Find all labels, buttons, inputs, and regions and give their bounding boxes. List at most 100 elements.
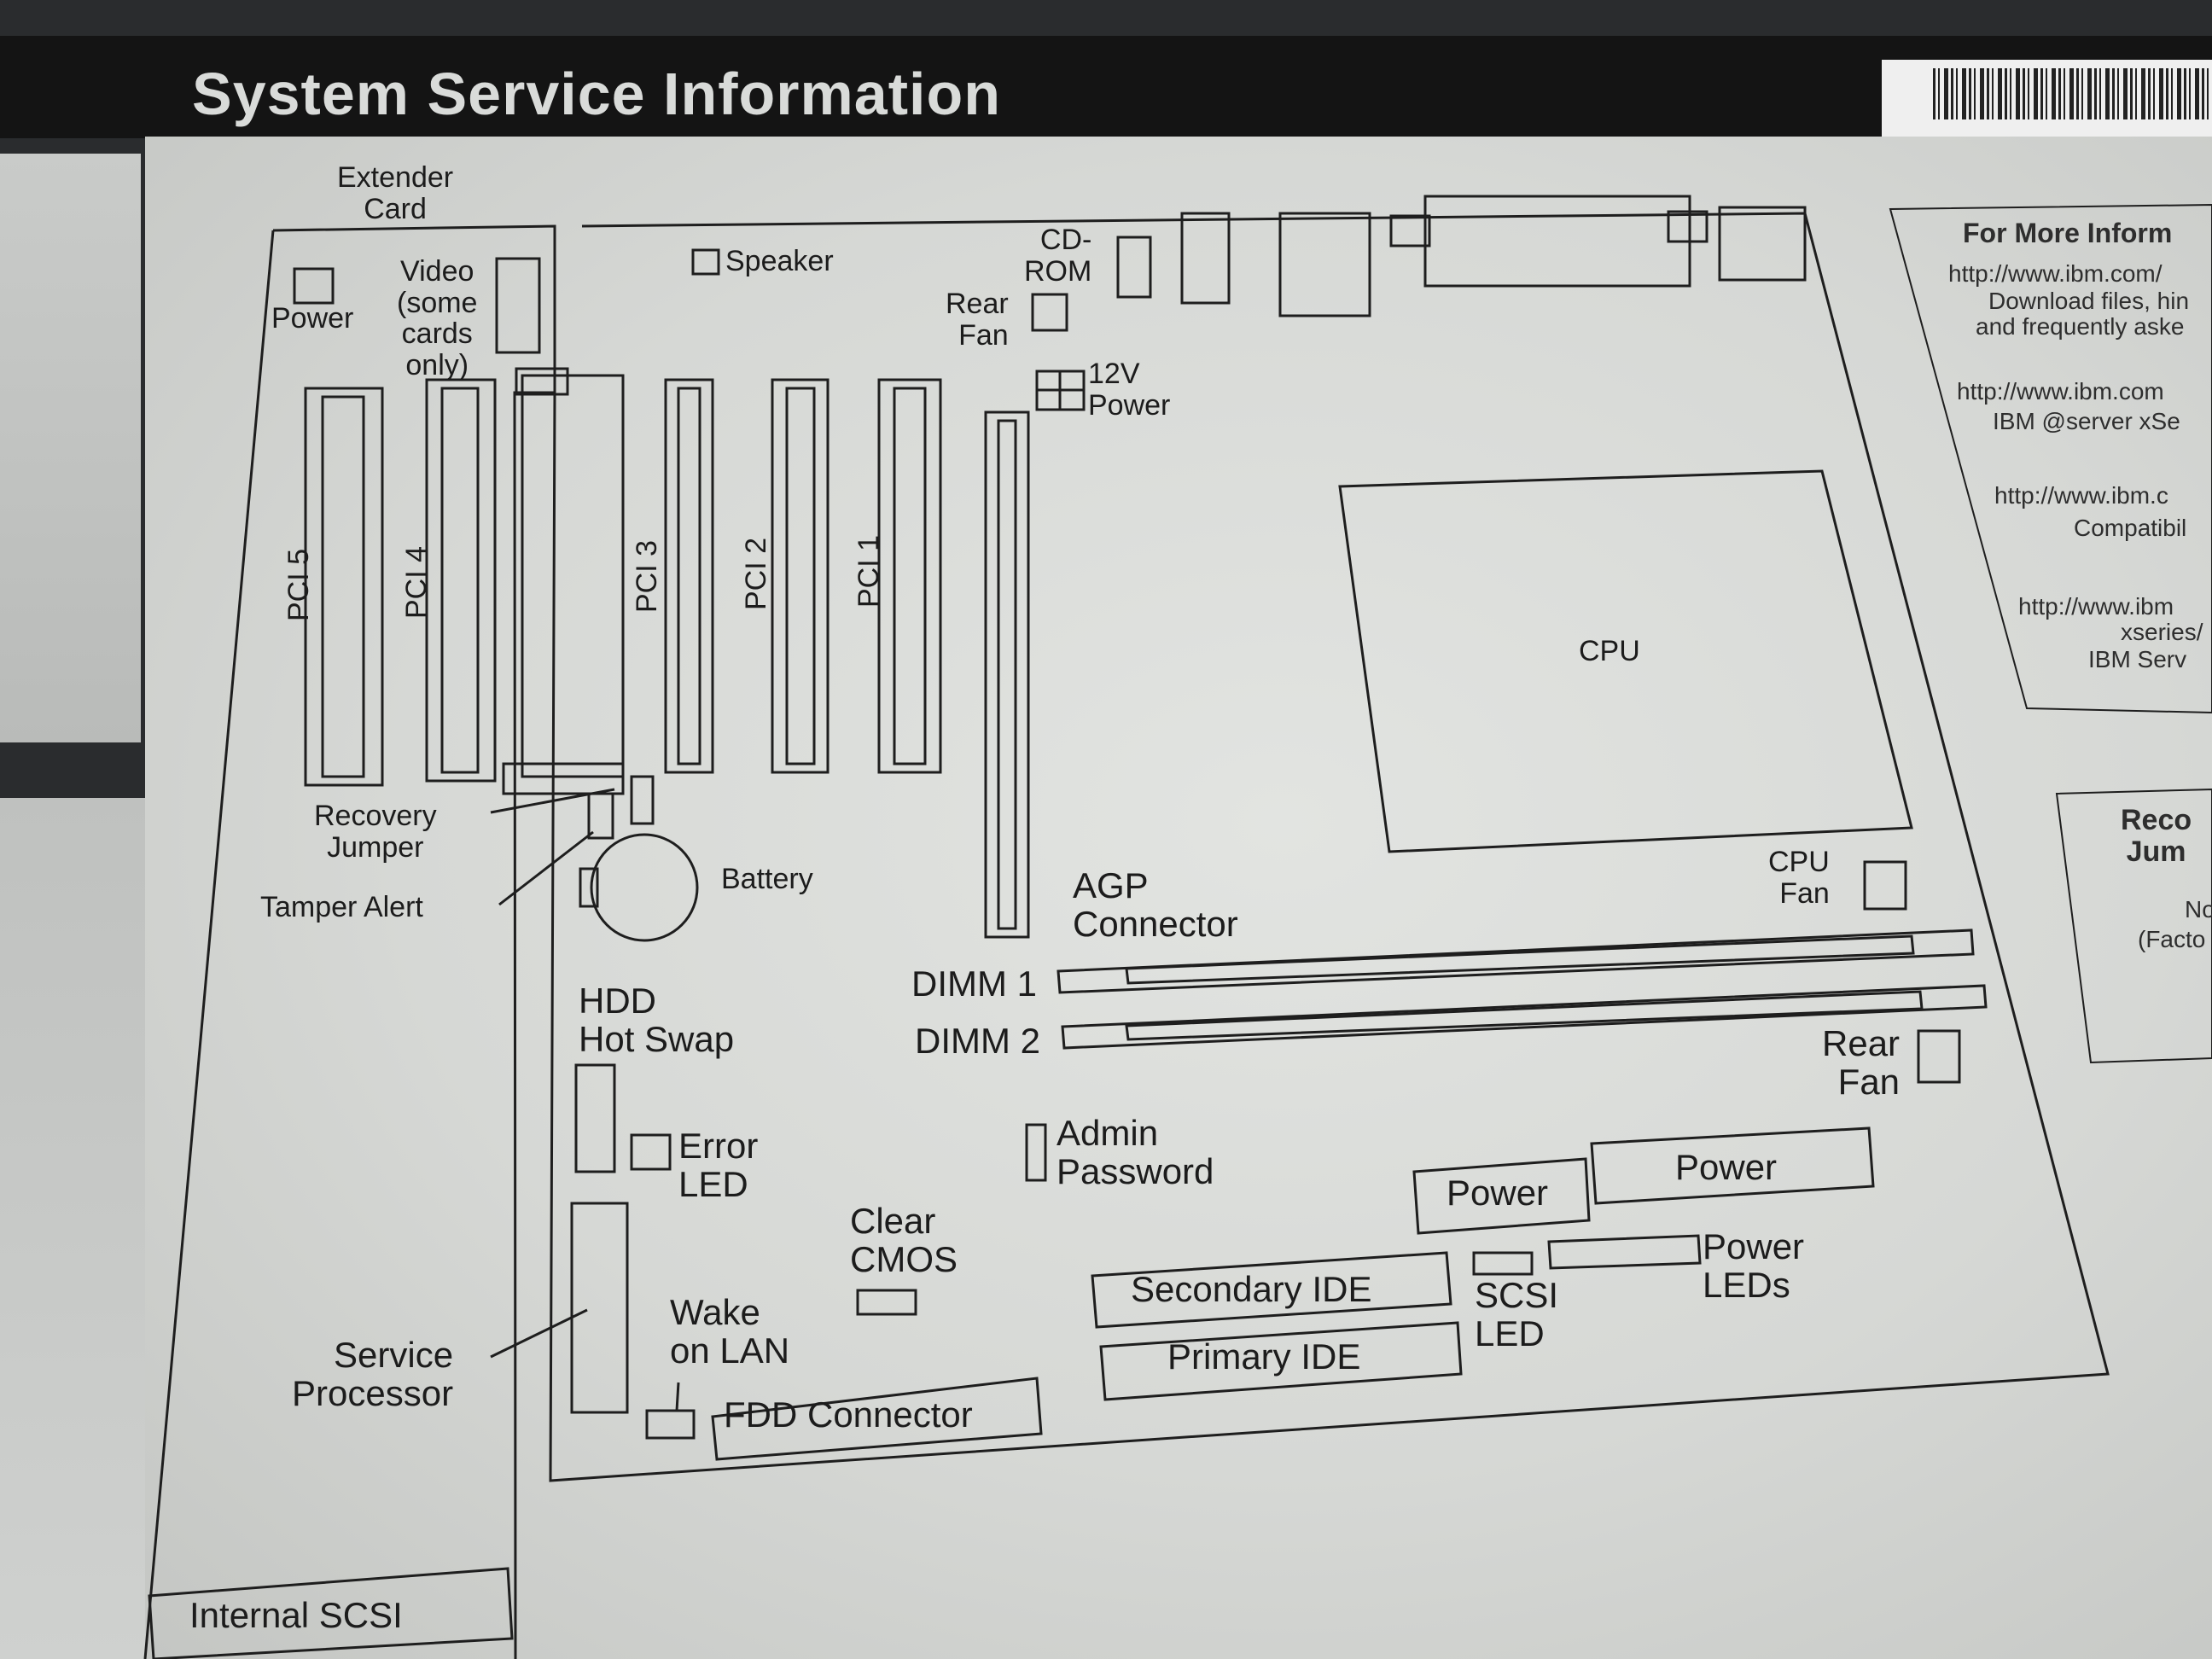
label-agp-connector: AGP Connector bbox=[1073, 865, 1238, 945]
parallel-port bbox=[1423, 195, 1691, 288]
more-info-heading: For More Inform bbox=[1963, 218, 2173, 248]
background-card-left-top bbox=[0, 154, 141, 742]
more-info-line[interactable]: http://www.ibm.com/ bbox=[1948, 260, 2163, 287]
pci3-slot-inner bbox=[677, 387, 701, 765]
recovery-panel-line: No bbox=[2185, 896, 2212, 923]
label-rear-fan-top: Rear Fan bbox=[946, 288, 1009, 352]
label-dimm1: DIMM 1 bbox=[911, 963, 1037, 1004]
rear-fan-connector-bottom bbox=[1917, 1029, 1961, 1084]
more-info-line: and frequently aske bbox=[1976, 313, 2185, 340]
dimm1-slot bbox=[1057, 928, 1975, 994]
more-info-line: Download files, hin bbox=[1988, 288, 2190, 314]
power-connector-b bbox=[1590, 1126, 1875, 1205]
pci4-slot bbox=[425, 378, 497, 783]
more-info-line[interactable]: http://www.ibm bbox=[2018, 593, 2174, 620]
pci5-slot-inner bbox=[321, 395, 365, 778]
label-power-b: Power bbox=[1675, 1147, 1778, 1187]
label-service-processor: Service Processor bbox=[292, 1335, 454, 1414]
label-tamper-alert: Tamper Alert bbox=[260, 891, 423, 923]
label-pci2: PCI 2 bbox=[740, 537, 772, 610]
more-info-line[interactable]: http://www.ibm.c bbox=[1994, 482, 2168, 509]
service-sheet bbox=[145, 137, 2212, 1659]
pci1-slot-inner bbox=[893, 387, 927, 765]
dimm2-slot bbox=[1061, 984, 1988, 1050]
battery bbox=[590, 833, 699, 942]
label-dimm2: DIMM 2 bbox=[915, 1021, 1040, 1061]
cpu-socket bbox=[1338, 469, 1913, 853]
recovery-jumper bbox=[587, 792, 614, 840]
service-processor-connector bbox=[570, 1202, 629, 1414]
more-info-line: IBM @server xSe bbox=[1993, 408, 2180, 434]
label-error-led: Error LED bbox=[678, 1126, 759, 1205]
label-recovery-jumper: Recovery Jumper bbox=[314, 800, 437, 864]
background-card-left-bottom bbox=[0, 798, 149, 1659]
admin-password-jumper bbox=[1025, 1123, 1047, 1182]
rear-port-1 bbox=[1180, 212, 1231, 305]
label-pci1: PCI 1 bbox=[853, 534, 885, 608]
secondary-ide-connector bbox=[1091, 1251, 1452, 1329]
agp-slot-inner bbox=[997, 419, 1017, 930]
label-scsi-led: SCSI LED bbox=[1475, 1275, 1559, 1354]
info-panel-frame bbox=[1889, 203, 2212, 714]
label-power-a: Power bbox=[1447, 1173, 1549, 1213]
barcode-icon bbox=[1933, 68, 2212, 119]
riser-card-slot bbox=[521, 374, 625, 778]
hdd-hot-swap-connector bbox=[574, 1063, 616, 1173]
label-hdd-hot-swap: HDD Hot Swap bbox=[579, 981, 735, 1060]
label-clear-cmos: Clear CMOS bbox=[850, 1201, 958, 1280]
label-speaker: Speaker bbox=[725, 245, 834, 277]
rear-fan-connector-top bbox=[1031, 293, 1068, 332]
label-wake-on-lan: Wake on LAN bbox=[670, 1292, 790, 1371]
page-title: System Service Information bbox=[192, 61, 1001, 127]
pci5-slot bbox=[304, 387, 384, 787]
power-connector-a bbox=[1412, 1157, 1591, 1235]
label-cpu-fan: CPU Fan bbox=[1768, 846, 1830, 910]
cpu-fan-connector bbox=[1863, 860, 1907, 911]
recovery-panel-line: (Facto bbox=[2138, 926, 2206, 952]
pci2-slot-inner bbox=[785, 387, 816, 765]
tamper-alert-connector bbox=[630, 775, 655, 825]
label-admin-password: Admin Password bbox=[1057, 1113, 1214, 1192]
fdd-connector bbox=[711, 1377, 1043, 1461]
pci4-slot-inner bbox=[440, 387, 480, 774]
label-extender-card: Extender Card bbox=[337, 161, 454, 225]
agp-slot bbox=[984, 410, 1030, 939]
label-cpu: CPU bbox=[1579, 635, 1640, 667]
recovery-jumper-panel: Reco Jum No (Facto bbox=[2057, 789, 2212, 1045]
parallel-port-screw-right bbox=[1667, 210, 1708, 243]
internal-scsi-connector bbox=[148, 1567, 514, 1659]
label-primary-ide: Primary IDE bbox=[1167, 1336, 1361, 1377]
pci3-slot bbox=[664, 378, 714, 774]
scsi-led-connector bbox=[1472, 1251, 1534, 1276]
label-pci5: PCI 5 bbox=[282, 548, 315, 621]
rear-port-4 bbox=[1718, 206, 1807, 282]
cd-rom-connector bbox=[1116, 236, 1152, 299]
rear-port-2 bbox=[1278, 212, 1371, 317]
more-info-panel: For More Inform http://www.ibm.com/ Down… bbox=[1890, 209, 2212, 713]
speaker-connector bbox=[691, 248, 720, 276]
extender-power-connector bbox=[293, 267, 335, 305]
label-internal-scsi: Internal SCSI bbox=[189, 1595, 403, 1635]
label-pci3: PCI 3 bbox=[631, 539, 663, 613]
label-rear-fan-bottom: Rear Fan bbox=[1822, 1023, 1901, 1103]
label-cd-rom: CD- ROM bbox=[1024, 224, 1092, 288]
extender-card-outline bbox=[272, 224, 556, 1659]
recovery-panel-heading: Reco Jum bbox=[2121, 804, 2192, 869]
more-info-line: Compatibil bbox=[2074, 515, 2187, 541]
label-battery: Battery bbox=[721, 863, 813, 895]
wake-on-lan-connector bbox=[645, 1409, 696, 1440]
error-led-connector bbox=[630, 1133, 672, 1171]
primary-ide-connector bbox=[1099, 1321, 1463, 1401]
label-power-extender: Power bbox=[271, 302, 354, 335]
header-bar bbox=[0, 36, 2212, 138]
pci2-slot bbox=[771, 378, 830, 774]
more-info-line[interactable]: http://www.ibm.com bbox=[1957, 378, 2164, 405]
label-pci4: PCI 4 bbox=[400, 545, 433, 619]
riser-top-tab bbox=[515, 367, 569, 396]
label-video: Video (some cards only) bbox=[397, 255, 478, 382]
riser-bottom-tab bbox=[502, 762, 625, 795]
label-power-leds: Power LEDs bbox=[1703, 1226, 1805, 1306]
more-info-line: xseries/ bbox=[2121, 619, 2203, 645]
pci1-slot bbox=[877, 378, 942, 774]
